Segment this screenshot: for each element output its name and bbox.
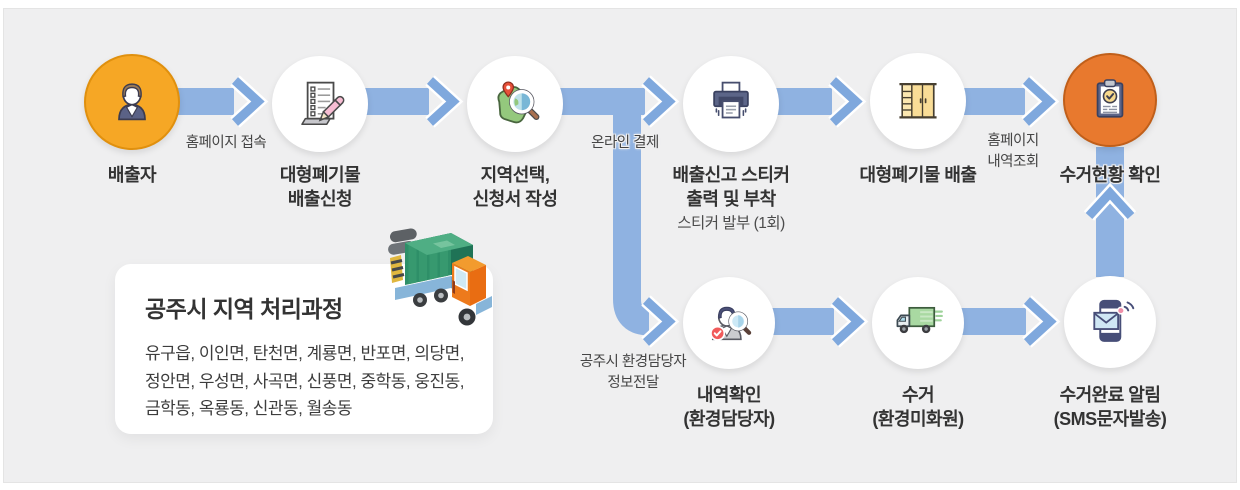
- phone-sms-icon: [1093, 299, 1135, 342]
- node-region: [467, 56, 563, 152]
- info-box-region-list: 유구읍, 이인면, 탄천면, 계룡면, 반포면, 의당면, 정안면, 우성면, …: [145, 340, 493, 423]
- node-label: 수거현황 확인: [1059, 165, 1161, 185]
- clipboard-check-icon: [1096, 79, 1124, 118]
- node-label: 배출신청: [287, 189, 353, 209]
- region-list-line: 금학동, 옥룡동, 신관동, 월송동: [145, 399, 353, 418]
- node-emitter: [84, 54, 180, 150]
- branch-elbow-arrow: [613, 92, 650, 336]
- garbage-truck-illustration: [388, 228, 492, 326]
- printer-icon: [713, 81, 749, 119]
- info-box-title: 공주시 지역 처리과정: [145, 296, 343, 322]
- label-collect: 수거 (환경미화원): [798, 383, 1038, 431]
- label-review: 내역확인 (환경담당자): [609, 383, 849, 431]
- node-label: 배출신고 스티커: [672, 165, 790, 185]
- node-label: 대형폐기물: [279, 165, 361, 185]
- node-label: (SMS문자발송): [1053, 409, 1167, 429]
- node-label: 지역선택,: [480, 165, 550, 185]
- node-label: 수거: [901, 385, 935, 405]
- label-apply: 대형폐기물 배출신청: [200, 163, 440, 211]
- application-form-icon: [301, 81, 345, 126]
- edge-label-line: 공주시 환경담당자: [579, 354, 687, 370]
- furniture-icon: [899, 83, 937, 119]
- node-apply: [272, 56, 368, 152]
- node-label: (환경미화원): [872, 409, 964, 429]
- edge-label-info-transfer: 공주시 환경담당자 정보전달: [533, 352, 733, 394]
- region-list-line: 유구읍, 이인면, 탄천면, 계룡면, 반포면, 의당면,: [145, 344, 464, 363]
- label-emitter: 배출자: [12, 163, 252, 187]
- node-label: (환경담당자): [683, 409, 775, 429]
- node-label: 배출자: [107, 165, 157, 185]
- node-notify: [1064, 276, 1156, 368]
- region-list-line: 정안면, 우성면, 사곡면, 신풍면, 중학동, 웅진동,: [145, 371, 464, 391]
- node-sticker: [683, 56, 779, 152]
- edge-label-line: 홈페이지: [987, 133, 1039, 149]
- edge-label-line: 내역조회: [987, 154, 1039, 170]
- node-label: 수거완료 알림: [1059, 385, 1161, 405]
- label-putout: 대형폐기물 배출: [798, 163, 1038, 187]
- truck-icon: [896, 306, 943, 334]
- node-label: 신청서 작성: [472, 189, 558, 209]
- edge-label-homepage-access: 홈페이지 접속: [185, 135, 267, 151]
- edge-label-line: 정보전달: [607, 375, 659, 391]
- node-label: 내역확인: [696, 385, 762, 405]
- label-status: 수거현황 확인: [990, 163, 1230, 187]
- node-label: 대형폐기물 배출: [859, 165, 977, 185]
- label-notify: 수거완료 알림 (SMS문자발송): [990, 383, 1230, 431]
- label-sticker: 배출신고 스티커 출력 및 부착 스티커 발부 (1회): [611, 163, 851, 234]
- node-status: [1063, 53, 1157, 147]
- edge-label-online-payment: 온라인 결제: [591, 135, 659, 151]
- label-region: 지역선택, 신청서 작성: [395, 163, 635, 211]
- node-label: 출력 및 부착: [686, 189, 776, 209]
- node-collect: [872, 277, 964, 369]
- node-putout: [870, 53, 966, 149]
- map-search-icon: [497, 81, 540, 124]
- node-review: [683, 277, 775, 369]
- edge-label-homepage-lookup: 홈페이지 내역조회: [913, 131, 1113, 173]
- node-caption: 스티커 발부 (1회): [677, 215, 785, 232]
- person-icon: [118, 83, 146, 121]
- person-search-icon: [710, 306, 752, 341]
